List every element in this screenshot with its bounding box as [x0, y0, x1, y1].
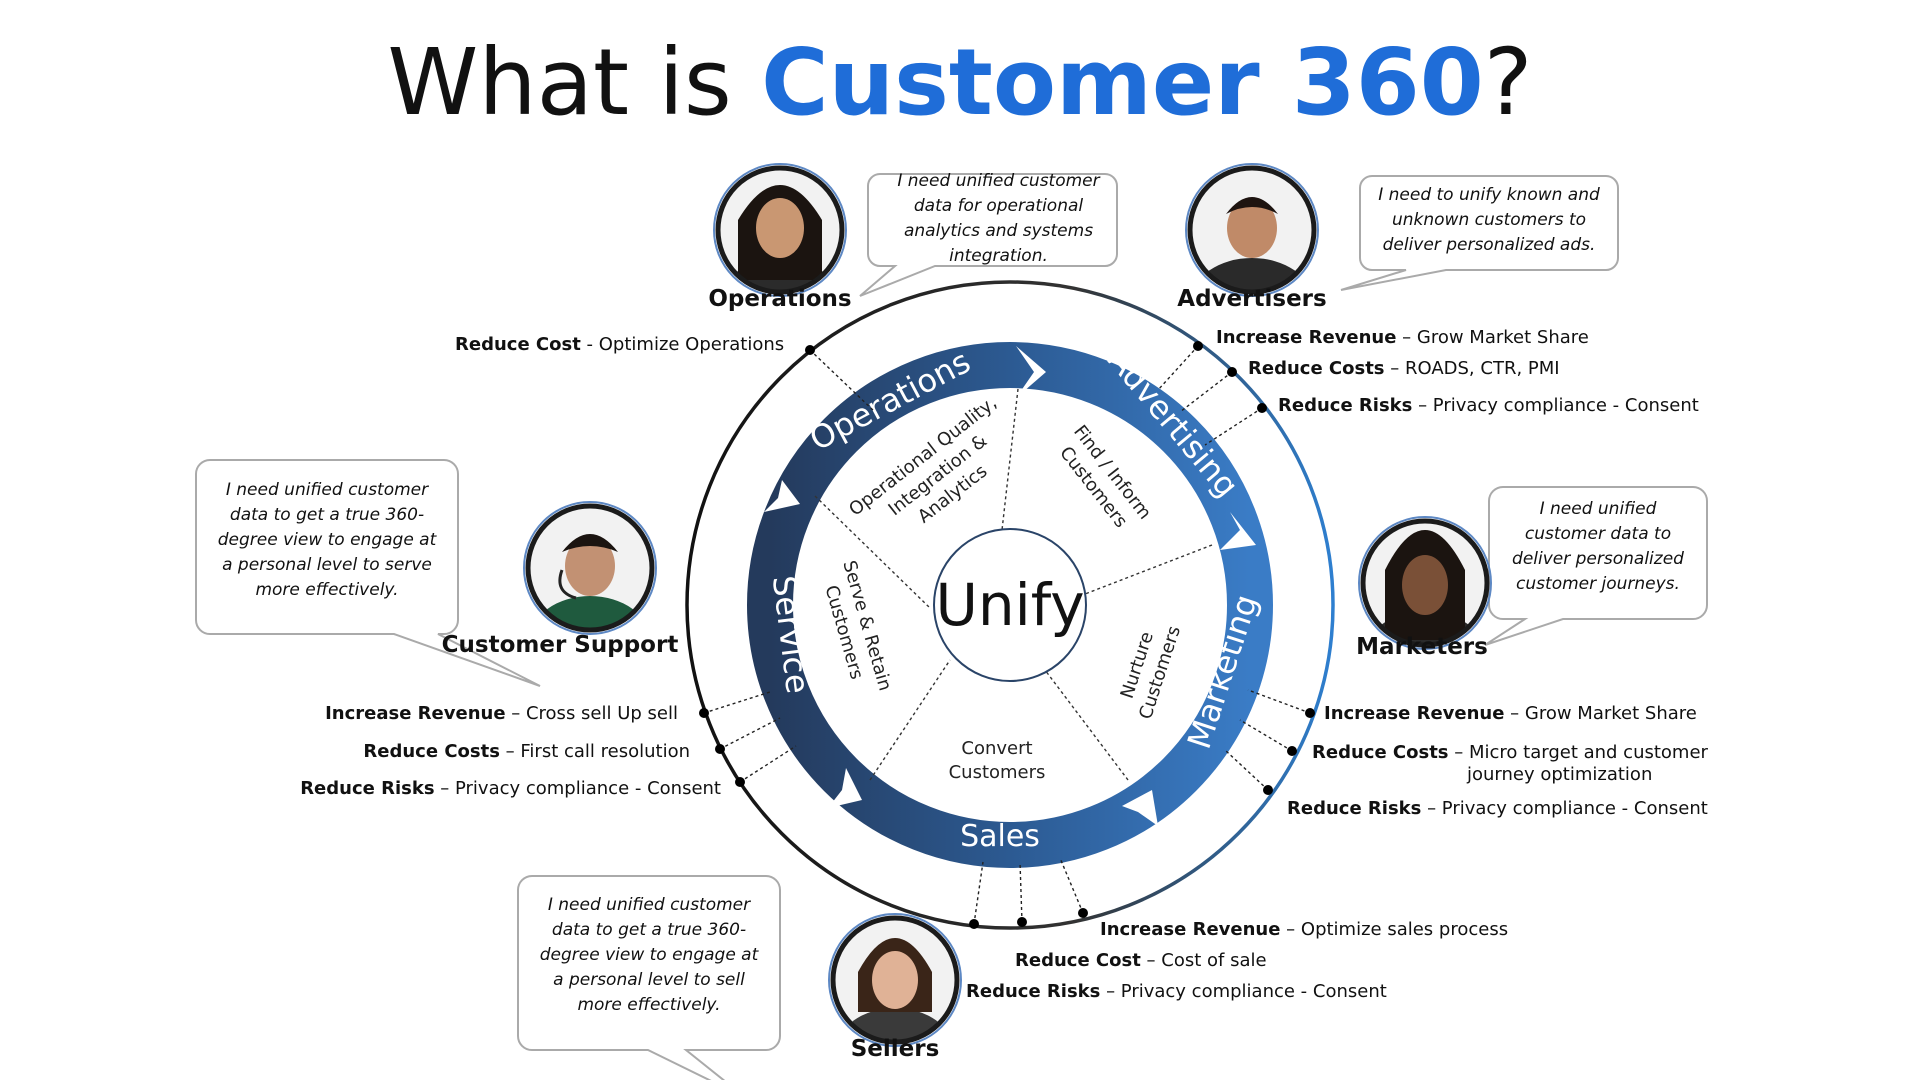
benefit-label: Increase Revenue [325, 703, 506, 724]
persona-advertisers: Advertisers [1177, 286, 1327, 312]
avatar-operations [713, 163, 847, 297]
ring-label-sales: Sales [960, 819, 1040, 854]
benefit-dots [699, 341, 1315, 929]
quote-sellers-line2: data to get a true 360- [551, 920, 747, 940]
quote-support: I need unified customer data to get a tr… [196, 478, 458, 603]
quote-marketers-line1: I need unified [1539, 499, 1657, 519]
quote-sellers-line5: more effectively. [577, 995, 721, 1015]
benefit-sales-2: Reduce Cost – Cost of sale [1015, 950, 1267, 972]
persona-support: Customer Support [441, 632, 679, 658]
benefit-detail: – Privacy compliance - Consent [434, 778, 721, 799]
section-dividers [814, 388, 1213, 781]
benefit-service-2: Reduce Costs – First call resolution [363, 741, 690, 763]
benefit-label: Increase Revenue [1324, 703, 1505, 724]
avatar-marketers [1358, 516, 1492, 650]
inner-sales-line1: Convert [961, 738, 1032, 759]
benefit-detail: – Privacy compliance - Consent [1421, 798, 1708, 819]
quote-sellers-line1: I need unified customer [547, 895, 751, 915]
persona-sellers: Sellers [850, 1036, 940, 1062]
benefit-label: Reduce Costs [363, 741, 500, 762]
benefit-detail: – Grow Market Share [1504, 703, 1697, 724]
quote-advertisers-line1: I need to unify known and [1378, 185, 1600, 205]
inner-label-advertising: Find / Inform Customers [1055, 421, 1155, 531]
quote-sellers-line4: a personal level to sell [553, 970, 745, 990]
benefit-marketing-1: Increase Revenue – Grow Market Share [1324, 703, 1697, 725]
benefit-label: Reduce Cost [1015, 950, 1141, 971]
benefit-detail: – Privacy compliance - Consent [1412, 395, 1699, 416]
quote-operations-line2: data for operational [913, 196, 1084, 216]
benefit-label: Reduce Risks [1278, 395, 1413, 416]
process-ring [747, 342, 1273, 868]
title-highlight: Customer 360 [761, 29, 1484, 136]
quote-advertisers: I need to unify known and unknown custom… [1360, 183, 1618, 258]
outer-ring [685, 280, 1335, 930]
benefit-service-3: Reduce Risks – Privacy compliance - Cons… [300, 778, 721, 800]
benefit-marketing-2: Reduce Costs – Micro target and customer… [1312, 742, 1708, 786]
inner-label-sales: Convert Customers [949, 738, 1046, 783]
persona-operations: Operations [708, 286, 852, 312]
quote-marketers: I need unified customer data to deliver … [1489, 497, 1707, 597]
benefit-sales-1: Increase Revenue – Optimize sales proces… [1100, 919, 1508, 941]
benefit-detail: – Optimize sales process [1280, 919, 1509, 940]
speech-bubbles [195, 173, 1708, 1080]
benefit-operations-1: Reduce Cost - Optimize Operations [455, 334, 784, 356]
center-circle [933, 528, 1087, 682]
benefit-detail: - Optimize Operations [580, 334, 785, 355]
quote-operations: I need unified customer data for operati… [880, 169, 1117, 269]
quote-operations-line4: integration. [949, 246, 1048, 266]
quote-support-line5: more effectively. [255, 580, 399, 600]
benefit-advertising-1: Increase Revenue – Grow Market Share [1216, 327, 1589, 349]
inner-label-service: Serve & Retain Customers [820, 558, 895, 693]
benefit-marketing-3: Reduce Risks – Privacy compliance - Cons… [1287, 798, 1708, 820]
benefit-detail: – ROADS, CTR, PMI [1384, 358, 1560, 379]
benefit-detail: – First call resolution [499, 741, 690, 762]
quote-advertisers-line3: deliver personalized ads. [1382, 235, 1596, 255]
inner-label-marketing: Nurture Customers [1117, 623, 1185, 722]
benefit-detail: – Grow Market Share [1396, 327, 1589, 348]
benefit-label: Reduce Costs [1312, 742, 1449, 763]
benefit-label: Reduce Risks [966, 981, 1101, 1002]
benefit-detail: – Cost of sale [1140, 950, 1267, 971]
quote-sellers-line3: degree view to engage at [539, 945, 759, 965]
quote-support-line1: I need unified customer [225, 480, 429, 500]
benefit-label: Reduce Risks [300, 778, 435, 799]
quote-support-line3: degree view to engage at [217, 530, 437, 550]
avatar-support [523, 501, 657, 635]
benefit-detail: – Privacy compliance - Consent [1100, 981, 1387, 1002]
benefit-detail-cont: journey optimization [1467, 764, 1653, 785]
quote-marketers-line2: customer data to [1524, 524, 1672, 544]
benefit-connectors [703, 345, 1311, 925]
title-prefix: What is [387, 29, 762, 136]
persona-marketers: Marketers [1356, 634, 1488, 660]
benefit-advertising-3: Reduce Risks – Privacy compliance - Cons… [1278, 395, 1699, 417]
quote-support-line4: a personal level to serve [222, 555, 432, 575]
quote-marketers-line4: customer journeys. [1516, 574, 1680, 594]
quote-sellers: I need unified customer data to get a tr… [518, 893, 780, 1018]
benefit-service-1: Increase Revenue – Cross sell Up sell [325, 703, 678, 725]
quote-operations-line1: I need unified customer [897, 171, 1100, 191]
benefit-label: Increase Revenue [1216, 327, 1397, 348]
benefit-label: Reduce Cost [455, 334, 581, 355]
benefit-sales-3: Reduce Risks – Privacy compliance - Cons… [966, 981, 1387, 1003]
title-suffix: ? [1483, 29, 1533, 136]
quote-support-line2: data to get a true 360- [229, 505, 425, 525]
quote-marketers-line3: deliver personalized [1512, 549, 1684, 569]
center-label: Unify [935, 571, 1084, 639]
avatar-sellers [828, 913, 962, 1047]
benefit-label: Reduce Risks [1287, 798, 1422, 819]
avatar-advertisers [1185, 163, 1319, 297]
benefit-detail: – Micro target and customer [1448, 742, 1708, 763]
quote-advertisers-line2: unknown customers to [1391, 210, 1587, 230]
ring-chevrons [764, 346, 1256, 826]
inner-sales-line2: Customers [949, 762, 1046, 783]
page-title: What is Customer 360? [0, 28, 1920, 138]
benefit-label: Reduce Costs [1248, 358, 1385, 379]
benefit-detail: – Cross sell Up sell [505, 703, 678, 724]
benefit-advertising-2: Reduce Costs – ROADS, CTR, PMI [1248, 358, 1560, 380]
quote-operations-line3: analytics and systems [903, 221, 1094, 241]
benefit-label: Increase Revenue [1100, 919, 1281, 940]
